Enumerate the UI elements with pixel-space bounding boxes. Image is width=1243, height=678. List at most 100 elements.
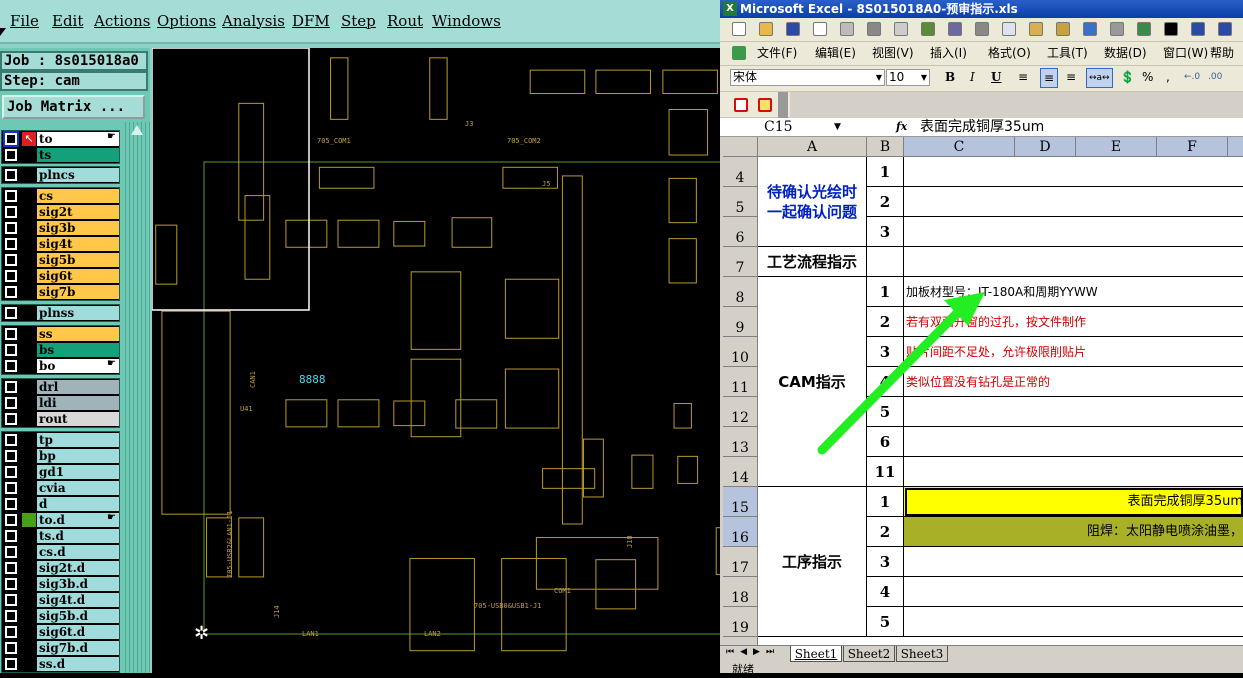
layer-name[interactable]: sig6t.d	[37, 625, 119, 639]
layer-row[interactable]: sig7b.d	[2, 640, 119, 656]
row-header[interactable]: 6	[723, 217, 758, 247]
row-header[interactable]: 19	[723, 607, 758, 637]
row-header[interactable]: 15	[723, 487, 758, 517]
b-cell[interactable]: 4	[867, 577, 904, 607]
layer-row[interactable]: to.d☛	[2, 512, 119, 528]
column-header[interactable]: D	[1015, 137, 1076, 157]
b-cell[interactable]: 6	[867, 427, 904, 457]
layer-checkbox[interactable]	[4, 609, 18, 623]
column-header[interactable]: C	[904, 137, 1015, 157]
layer-checkbox[interactable]	[4, 412, 18, 426]
job-matrix-button[interactable]: Job Matrix ...	[2, 95, 145, 119]
layer-name[interactable]: tp	[37, 433, 119, 447]
layer-checkbox[interactable]	[4, 481, 18, 495]
layer-row[interactable]: sig6t	[2, 268, 119, 284]
bold-button[interactable]: B	[945, 70, 956, 84]
layer-row[interactable]: tp	[2, 432, 119, 448]
layer-checkbox[interactable]	[4, 641, 18, 655]
toolbar-button-icon[interactable]	[921, 22, 935, 36]
toolbar-button-icon[interactable]	[948, 22, 962, 36]
b-cell[interactable]: 3	[867, 547, 904, 577]
layer-name[interactable]: d	[37, 497, 119, 511]
layer-row[interactable]: cvia	[2, 480, 119, 496]
layer-checkbox[interactable]	[4, 577, 18, 591]
layer-row[interactable]: ↖to☛	[2, 131, 119, 147]
layer-row[interactable]: sig2t.d	[2, 560, 119, 576]
layer-checkbox[interactable]	[4, 433, 18, 447]
b-cell[interactable]: 1	[867, 157, 904, 187]
b-cell[interactable]: 2	[867, 307, 904, 337]
b-cell[interactable]: 2	[867, 187, 904, 217]
layer-row[interactable]: sig5b	[2, 252, 119, 268]
layer-row[interactable]: sig3b	[2, 220, 119, 236]
excel-menu-item[interactable]: 格式(O)	[988, 46, 1031, 60]
layer-row[interactable]: ss	[2, 326, 119, 342]
comma-button[interactable]: ,	[1166, 70, 1170, 84]
row-header[interactable]: 9	[723, 307, 758, 337]
c-cell[interactable]	[904, 157, 1243, 187]
row-header[interactable]: 17	[723, 547, 758, 577]
c-cell[interactable]: 阻焊：太阳静电喷涂油墨，	[904, 517, 1243, 547]
increase-decimal-button[interactable]: ←.0	[1184, 72, 1201, 82]
underline-button[interactable]: U	[991, 70, 1002, 84]
layer-checkbox[interactable]	[4, 593, 18, 607]
layer-name[interactable]: drl	[37, 380, 119, 394]
toolbar-button-icon[interactable]	[1002, 22, 1016, 36]
toolbar-button-icon[interactable]	[1056, 22, 1070, 36]
layer-row[interactable]: sig7b	[2, 284, 119, 300]
column-header[interactable]: B	[867, 137, 904, 157]
toolbar-button-icon[interactable]	[975, 22, 989, 36]
sheet-tab[interactable]: Sheet1	[790, 646, 842, 662]
row-header[interactable]: 7	[723, 247, 758, 277]
chevron-down-icon[interactable]: ▼	[920, 73, 927, 82]
layer-checkbox[interactable]	[4, 168, 18, 182]
layer-checkbox[interactable]	[4, 529, 18, 543]
layer-checkbox[interactable]	[4, 380, 18, 394]
layer-row[interactable]: bo☛	[2, 358, 119, 374]
c-cell[interactable]	[904, 457, 1243, 487]
c-cell[interactable]: 贴片间距不足处，允许极限削贴片	[904, 337, 1243, 367]
layer-name[interactable]: ss.d	[37, 657, 119, 671]
c-cell[interactable]: 类似位置没有钻孔是正常的	[904, 367, 1243, 397]
align-left-button[interactable]: ≡	[1018, 70, 1029, 84]
b-cell[interactable]: 5	[867, 607, 904, 637]
layer-row[interactable]: ts	[2, 147, 119, 163]
menu-windows[interactable]: Windows	[432, 12, 501, 30]
layer-checkbox[interactable]	[4, 269, 18, 283]
excel-menu-item[interactable]: 文件(F)	[757, 46, 798, 60]
layer-checkbox[interactable]	[4, 237, 18, 251]
excel-menu-item[interactable]: 视图(V)	[872, 46, 914, 60]
toolbar-button-icon[interactable]	[840, 22, 854, 36]
pdf-comment-icon[interactable]	[758, 98, 772, 112]
layer-row[interactable]: plncs	[2, 167, 119, 183]
layer-name[interactable]: sig5b.d	[37, 609, 119, 623]
layer-checkbox[interactable]	[4, 513, 18, 527]
layer-checkbox[interactable]	[4, 253, 18, 267]
layer-row[interactable]: bp	[2, 448, 119, 464]
menu-step[interactable]: Step	[341, 12, 376, 30]
layer-name[interactable]: sig3b	[37, 221, 119, 235]
layer-name[interactable]: sig5b	[37, 253, 119, 267]
toolbar-button-icon[interactable]	[732, 22, 746, 36]
layer-row[interactable]: sig3b.d	[2, 576, 119, 592]
layer-name[interactable]: ts	[37, 148, 119, 162]
menu-dfm[interactable]: DFM	[292, 12, 330, 30]
layer-checkbox[interactable]	[4, 657, 18, 671]
excel-menu-item[interactable]: 数据(D)	[1104, 46, 1147, 60]
toolbar-button-icon[interactable]	[1029, 22, 1043, 36]
b-cell[interactable]: 3	[867, 217, 904, 247]
layer-row[interactable]: sig5b.d	[2, 608, 119, 624]
c-cell[interactable]	[904, 247, 1243, 277]
a-merged-cell[interactable]: 工序指示	[758, 487, 867, 637]
merge-center-button[interactable]: ↔a↔	[1086, 68, 1113, 88]
layer-checkbox[interactable]	[4, 561, 18, 575]
layer-name[interactable]: sig7b	[37, 285, 119, 299]
layer-name[interactable]: cs.d	[37, 545, 119, 559]
b-cell[interactable]	[867, 247, 904, 277]
sheet-nav-arrows-icon[interactable]: ⏮◀▶⏭	[726, 647, 781, 657]
excel-menu-item[interactable]: 工具(T)	[1047, 46, 1088, 60]
currency-button[interactable]: 💲	[1120, 70, 1135, 84]
name-box[interactable]: C15	[724, 118, 830, 136]
column-header[interactable]: E	[1076, 137, 1157, 157]
